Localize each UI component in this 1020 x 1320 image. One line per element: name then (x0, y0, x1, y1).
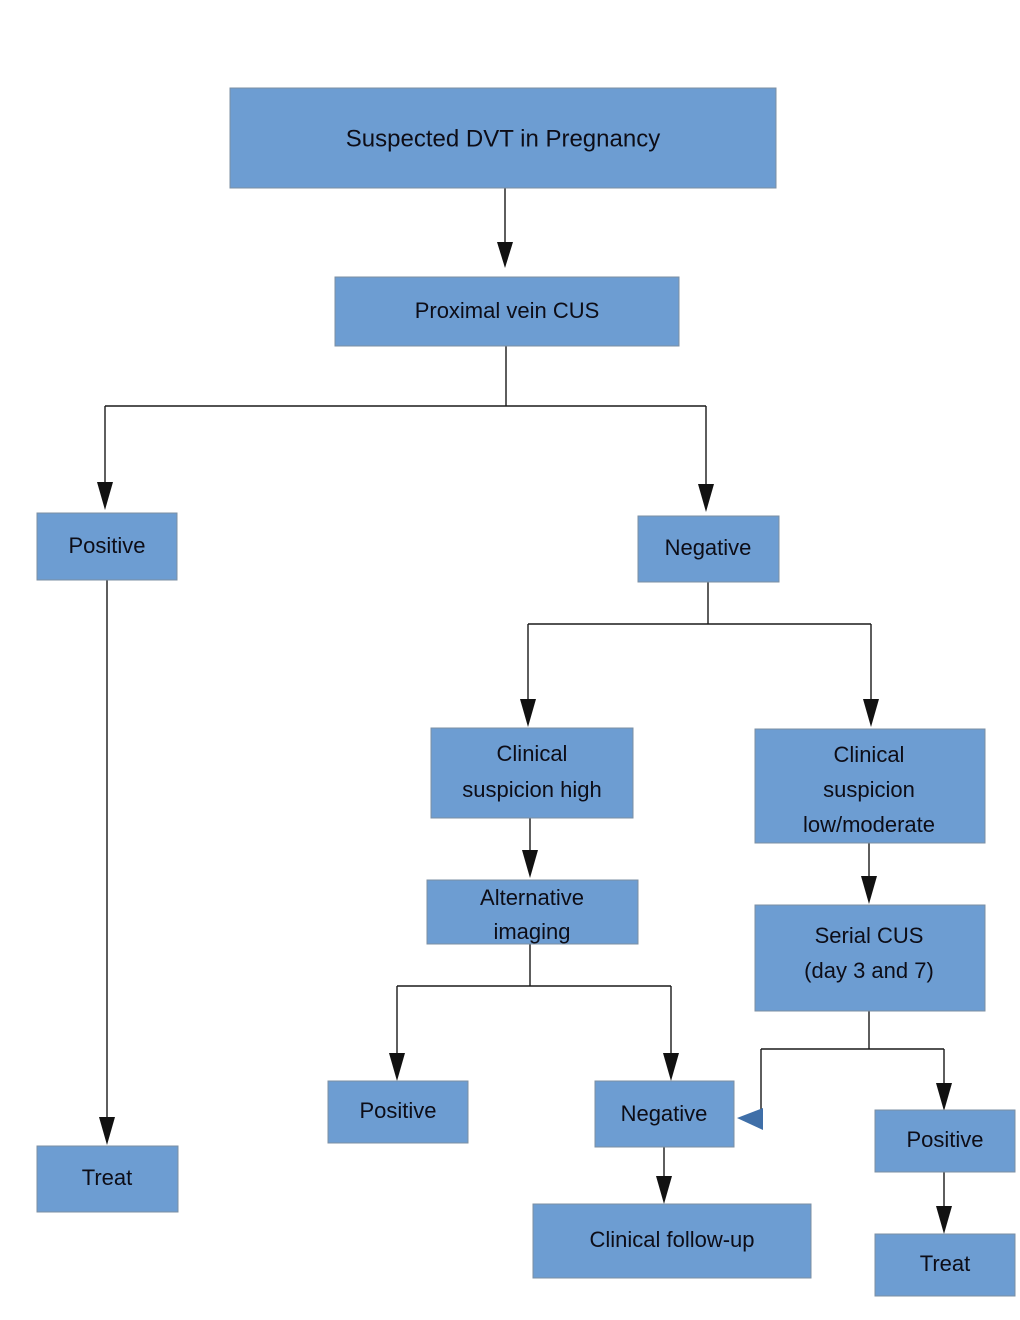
node-clinical-suspicion-high[interactable]: Clinical suspicion high (430, 727, 634, 819)
edge-serial-cus-split (737, 1011, 952, 1130)
node-serial-positive-label: Positive (906, 1127, 983, 1152)
node-cus-positive[interactable]: Positive (36, 512, 178, 581)
node-serial-positive[interactable]: Positive (874, 1109, 1016, 1173)
node-alt-positive-label: Positive (359, 1098, 436, 1123)
node-alt-negative-label: Negative (621, 1101, 708, 1126)
node-serial-cus-label-line1: Serial CUS (815, 923, 924, 948)
node-suspected-dvt[interactable]: Suspected DVT in Pregnancy (229, 87, 777, 189)
edge-root-to-proximal-cus (497, 188, 513, 268)
edge-proximal-cus-split (97, 346, 714, 512)
node-clinical-suspicion-low-label-line2: suspicion (823, 777, 915, 802)
node-alternative-imaging-label-line2: imaging (493, 919, 570, 944)
edge-suspicion-high-to-alt-imaging (522, 818, 538, 878)
node-serial-cus[interactable]: Serial CUS (day 3 and 7) (754, 904, 986, 1012)
node-treat-right[interactable]: Treat (874, 1233, 1016, 1297)
node-serial-cus-label-line2: (day 3 and 7) (804, 958, 934, 983)
node-treat-right-label: Treat (920, 1251, 971, 1276)
node-treat-left-label: Treat (82, 1165, 133, 1190)
node-clinical-suspicion-low-label-line3: low/moderate (803, 812, 935, 837)
edge-alt-imaging-split (389, 944, 679, 1081)
node-proximal-vein-cus-label: Proximal vein CUS (415, 298, 600, 323)
node-alt-positive[interactable]: Positive (327, 1080, 469, 1144)
edge-serial-positive-to-treat (936, 1172, 952, 1234)
node-clinical-suspicion-low-label-line1: Clinical (834, 742, 905, 767)
node-alt-negative[interactable]: Negative (594, 1080, 735, 1148)
edge-cus-positive-to-treat (99, 580, 115, 1145)
node-cus-negative[interactable]: Negative (637, 515, 780, 583)
node-cus-positive-label: Positive (68, 533, 145, 558)
node-clinical-followup-label: Clinical follow-up (589, 1227, 754, 1252)
node-treat-left[interactable]: Treat (36, 1145, 179, 1213)
edge-alt-negative-to-followup (656, 1147, 672, 1204)
node-suspected-dvt-label: Suspected DVT in Pregnancy (346, 125, 660, 152)
node-clinical-suspicion-high-label-line2: suspicion high (462, 777, 601, 802)
edge-cus-negative-split (520, 582, 879, 727)
node-clinical-suspicion-high-label-line1: Clinical (497, 741, 568, 766)
node-alternative-imaging-label-line1: Alternative (480, 885, 584, 910)
node-clinical-suspicion-low-moderate[interactable]: Clinical suspicion low/moderate (754, 728, 986, 844)
node-clinical-followup[interactable]: Clinical follow-up (532, 1203, 812, 1279)
node-cus-negative-label: Negative (665, 535, 752, 560)
edge-suspicion-low-to-serial-cus (861, 843, 877, 904)
node-alternative-imaging[interactable]: Alternative imaging (426, 879, 639, 945)
node-proximal-vein-cus[interactable]: Proximal vein CUS (334, 276, 680, 347)
